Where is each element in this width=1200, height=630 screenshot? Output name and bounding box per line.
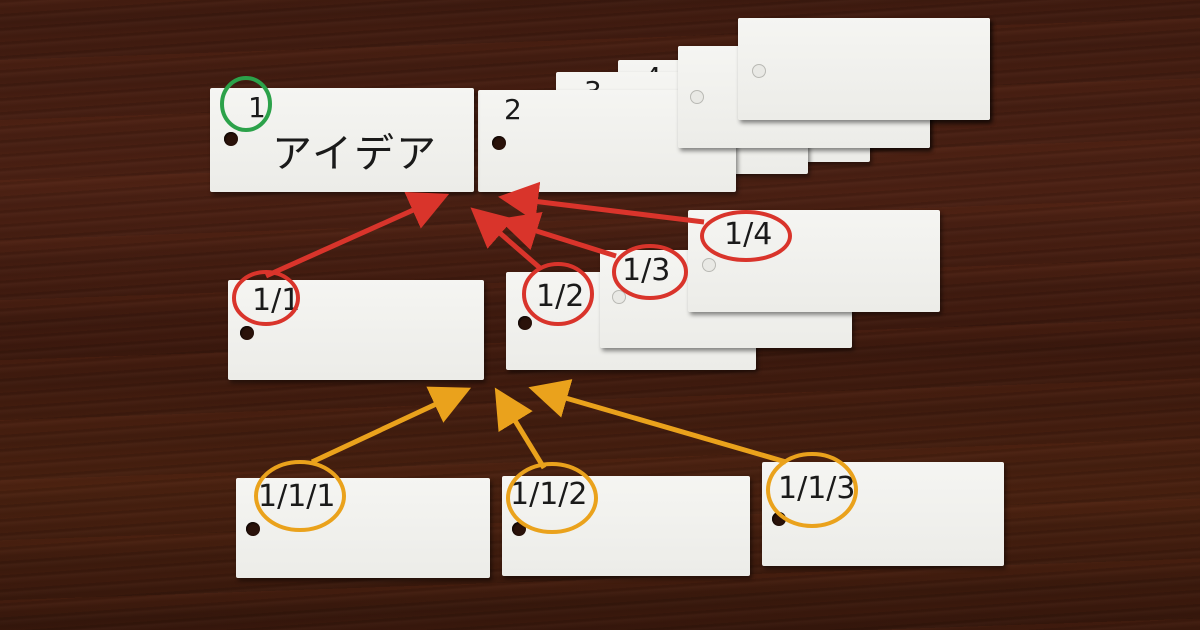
circle-red-1-3 bbox=[612, 244, 688, 300]
card-label-1-1-1: 1/1/1 bbox=[258, 479, 336, 514]
circle-green-1 bbox=[220, 76, 272, 132]
circle-orange-1-1-2 bbox=[506, 462, 598, 534]
arrow-red-1-4 bbox=[498, 181, 705, 225]
card-idea-text: アイデア bbox=[272, 131, 438, 177]
card-label-1-1-2: 1/1/2 bbox=[510, 477, 588, 512]
arrow-red-1-3 bbox=[498, 211, 617, 259]
card-bot-1-1-1: 1/1/1 bbox=[236, 478, 490, 578]
card-number-2: 2 bbox=[504, 93, 522, 126]
circle-red-1-1 bbox=[232, 270, 300, 326]
card-idea: 1 アイデア bbox=[210, 88, 474, 192]
circle-red-1-2 bbox=[522, 262, 594, 326]
circle-orange-1-1-3 bbox=[766, 452, 858, 528]
card-label-1-3: 1/3 bbox=[622, 253, 671, 288]
arrow-orange-1-1-2 bbox=[494, 387, 547, 470]
card-mid-1-1: 1/1 bbox=[228, 280, 484, 380]
arrow-orange-1-1-3 bbox=[528, 379, 787, 465]
circle-orange-1-1-1 bbox=[254, 460, 346, 532]
card-mid-1-4: 1/4 bbox=[688, 210, 940, 312]
card-label-1-4: 1/4 bbox=[724, 217, 773, 252]
card-label-1-2: 1/2 bbox=[536, 279, 585, 314]
card-bot-1-1-3: 1/1/3 bbox=[762, 462, 1004, 566]
arrow-red-1-1 bbox=[264, 192, 450, 279]
card-number-1: 1 bbox=[248, 91, 266, 124]
card-top-6-front bbox=[738, 18, 990, 120]
arrow-orange-1-1-1 bbox=[310, 386, 472, 465]
card-label-1-1-3: 1/1/3 bbox=[778, 471, 856, 506]
circle-red-1-4 bbox=[700, 210, 792, 262]
